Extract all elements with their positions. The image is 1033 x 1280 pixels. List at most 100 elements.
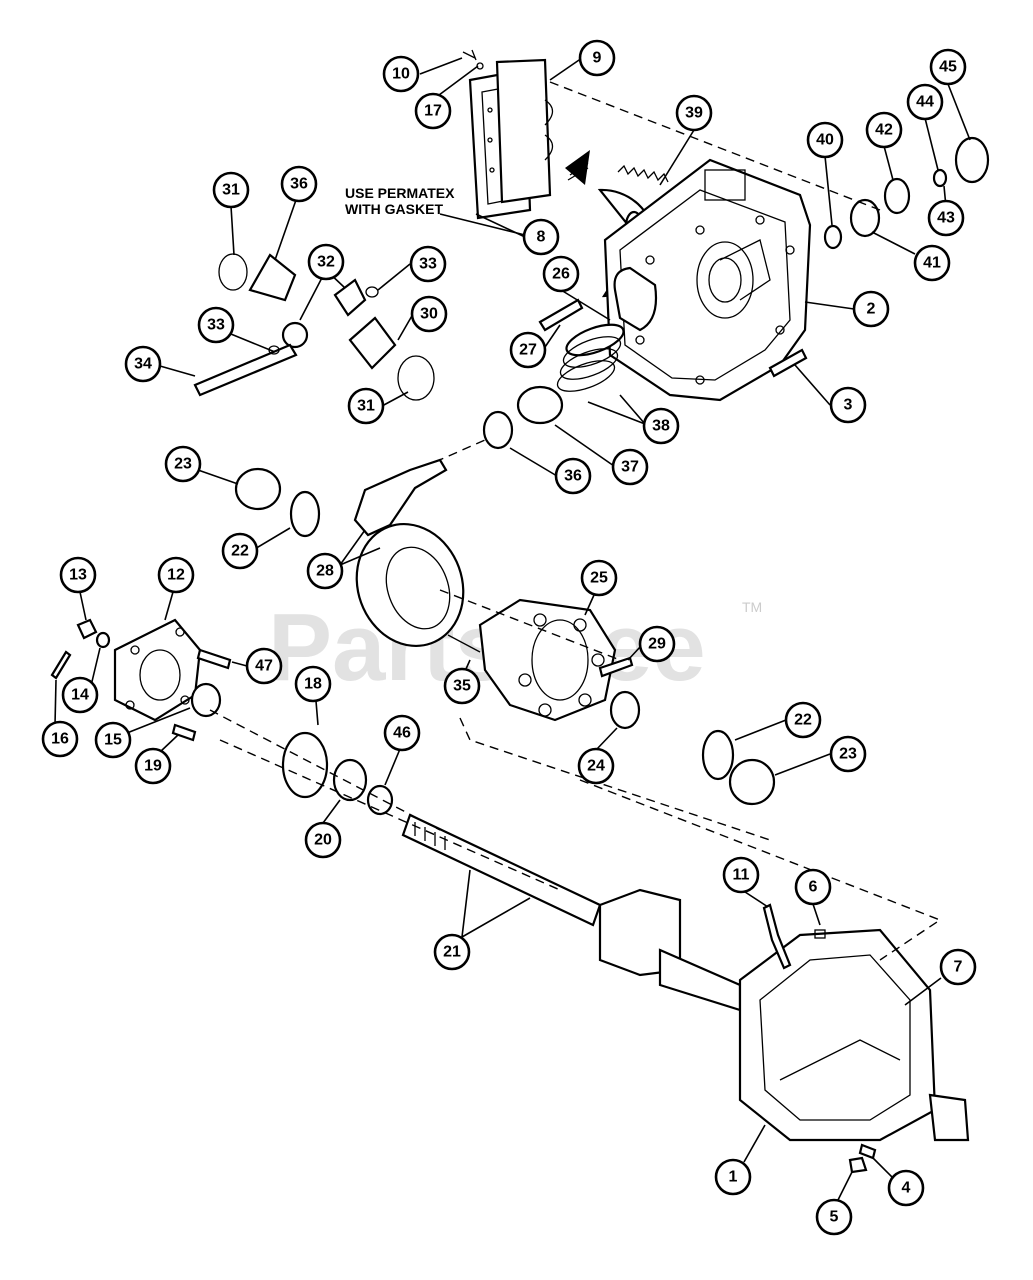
bearing-22-upper-part (289, 490, 321, 538)
callout-35: 35 (443, 667, 481, 705)
callout-5-label: 5 (830, 1209, 839, 1226)
callout-43-label: 43 (937, 210, 955, 227)
axle-shaft-part (401, 813, 602, 927)
leader-lines (54, 57, 971, 1205)
callout-4: 4 (887, 1169, 925, 1207)
callout-21: 21 (433, 933, 471, 971)
callout-22-lower: 22 (784, 701, 822, 739)
callout-22-upper: 22 (221, 532, 259, 570)
differential-gears-part (193, 253, 435, 401)
callout-31-upper-label: 31 (222, 182, 240, 199)
pinion-shaft-part (353, 458, 448, 537)
callout-45: 45 (929, 48, 967, 86)
callout-24: 24 (577, 747, 615, 785)
callout-43: 43 (927, 199, 965, 237)
callout-13: 13 (59, 556, 97, 594)
cover-plate-part (495, 58, 554, 204)
callout-23-upper: 23 (164, 445, 202, 483)
callout-11: 11 (722, 856, 760, 894)
callout-25: 25 (580, 559, 618, 597)
bearing-22-lower-part (701, 729, 735, 781)
callout-22-lower-label: 22 (794, 712, 812, 729)
callout-32: 32 (307, 243, 345, 281)
callout-20-label: 20 (314, 832, 332, 849)
ring-gear-part (355, 522, 465, 648)
bolt-4-part (858, 1143, 877, 1160)
callout-37-label: 37 (621, 459, 639, 476)
callout-32-label: 32 (317, 254, 335, 271)
callout-33-right-label: 33 (419, 256, 437, 273)
gear-36-part (482, 410, 514, 450)
callout-4-label: 4 (902, 1180, 911, 1197)
callout-38: 38 (642, 407, 680, 445)
callout-11-label: 11 (733, 867, 750, 884)
callout-42: 42 (865, 111, 903, 149)
callout-36-upper: 36 (280, 165, 318, 203)
bolt-3-part (768, 348, 808, 378)
direction-arrow (565, 150, 590, 185)
washer-44-part (932, 168, 948, 188)
callout-13-label: 13 (69, 567, 87, 584)
callout-36-lower-label: 36 (564, 468, 582, 485)
differential-carrier-part (478, 598, 617, 722)
callout-42-label: 42 (875, 122, 893, 139)
cup-45-part (954, 136, 990, 184)
callout-15-label: 15 (104, 732, 122, 749)
callout-33-left-label: 33 (207, 317, 225, 334)
callout-3-label: 3 (844, 397, 853, 414)
callout-20: 20 (304, 821, 342, 859)
callout-30: 30 (410, 295, 448, 333)
callout-27-label: 27 (519, 342, 537, 359)
nut-5-part (848, 1156, 868, 1174)
callout-23-lower: 23 (829, 735, 867, 773)
callout-34-label: 34 (134, 356, 152, 373)
nut-13-part (76, 618, 98, 640)
callout-33-left: 33 (197, 306, 235, 344)
callout-29: 29 (638, 625, 676, 663)
spring-part (556, 323, 625, 392)
callout-5: 5 (815, 1198, 853, 1236)
callout-28: 28 (306, 552, 344, 590)
callout-18-label: 18 (304, 676, 322, 693)
callout-44-label: 44 (916, 94, 934, 111)
axle-housing-part (598, 888, 970, 1142)
seal-46-part (366, 784, 394, 816)
bolt-47-part (196, 648, 232, 670)
callout-36-upper-label: 36 (290, 176, 308, 193)
callout-10: 10 (382, 55, 420, 93)
callout-26-label: 26 (552, 266, 570, 283)
parts-layer (50, 49, 990, 1174)
bearing-42-part (883, 177, 911, 215)
callout-39-label: 39 (685, 105, 703, 122)
callout-23-lower-label: 23 (839, 746, 857, 763)
callout-37: 37 (611, 448, 649, 486)
callout-14-label: 14 (71, 687, 89, 704)
callout-41: 41 (913, 244, 951, 282)
callout-46-label: 46 (393, 725, 411, 742)
bushing-part (613, 266, 658, 332)
seal-40-part (823, 224, 843, 250)
bolt-29-part (598, 656, 634, 678)
watermark-trademark: TM (742, 599, 762, 615)
callout-31-lower-label: 31 (357, 398, 375, 415)
callout-27: 27 (509, 331, 547, 369)
callout-39: 39 (675, 94, 713, 132)
callout-14: 14 (61, 676, 99, 714)
callout-47: 47 (245, 647, 283, 685)
callout-17-label: 17 (424, 103, 442, 120)
callout-2-label: 2 (867, 301, 876, 318)
callout-16-label: 16 (51, 731, 69, 748)
race-41-part (849, 198, 881, 238)
callout-9-label: 9 (593, 50, 602, 67)
callout-7: 7 (939, 948, 977, 986)
callout-26: 26 (542, 255, 580, 293)
callout-45-label: 45 (939, 59, 957, 76)
callout-18: 18 (294, 665, 332, 703)
callout-15: 15 (94, 721, 132, 759)
callout-38-label: 38 (652, 418, 670, 435)
callout-31-lower: 31 (347, 387, 385, 425)
spring-24-part (609, 690, 641, 730)
callout-47-label: 47 (255, 658, 273, 675)
callout-12-label: 12 (167, 567, 185, 584)
